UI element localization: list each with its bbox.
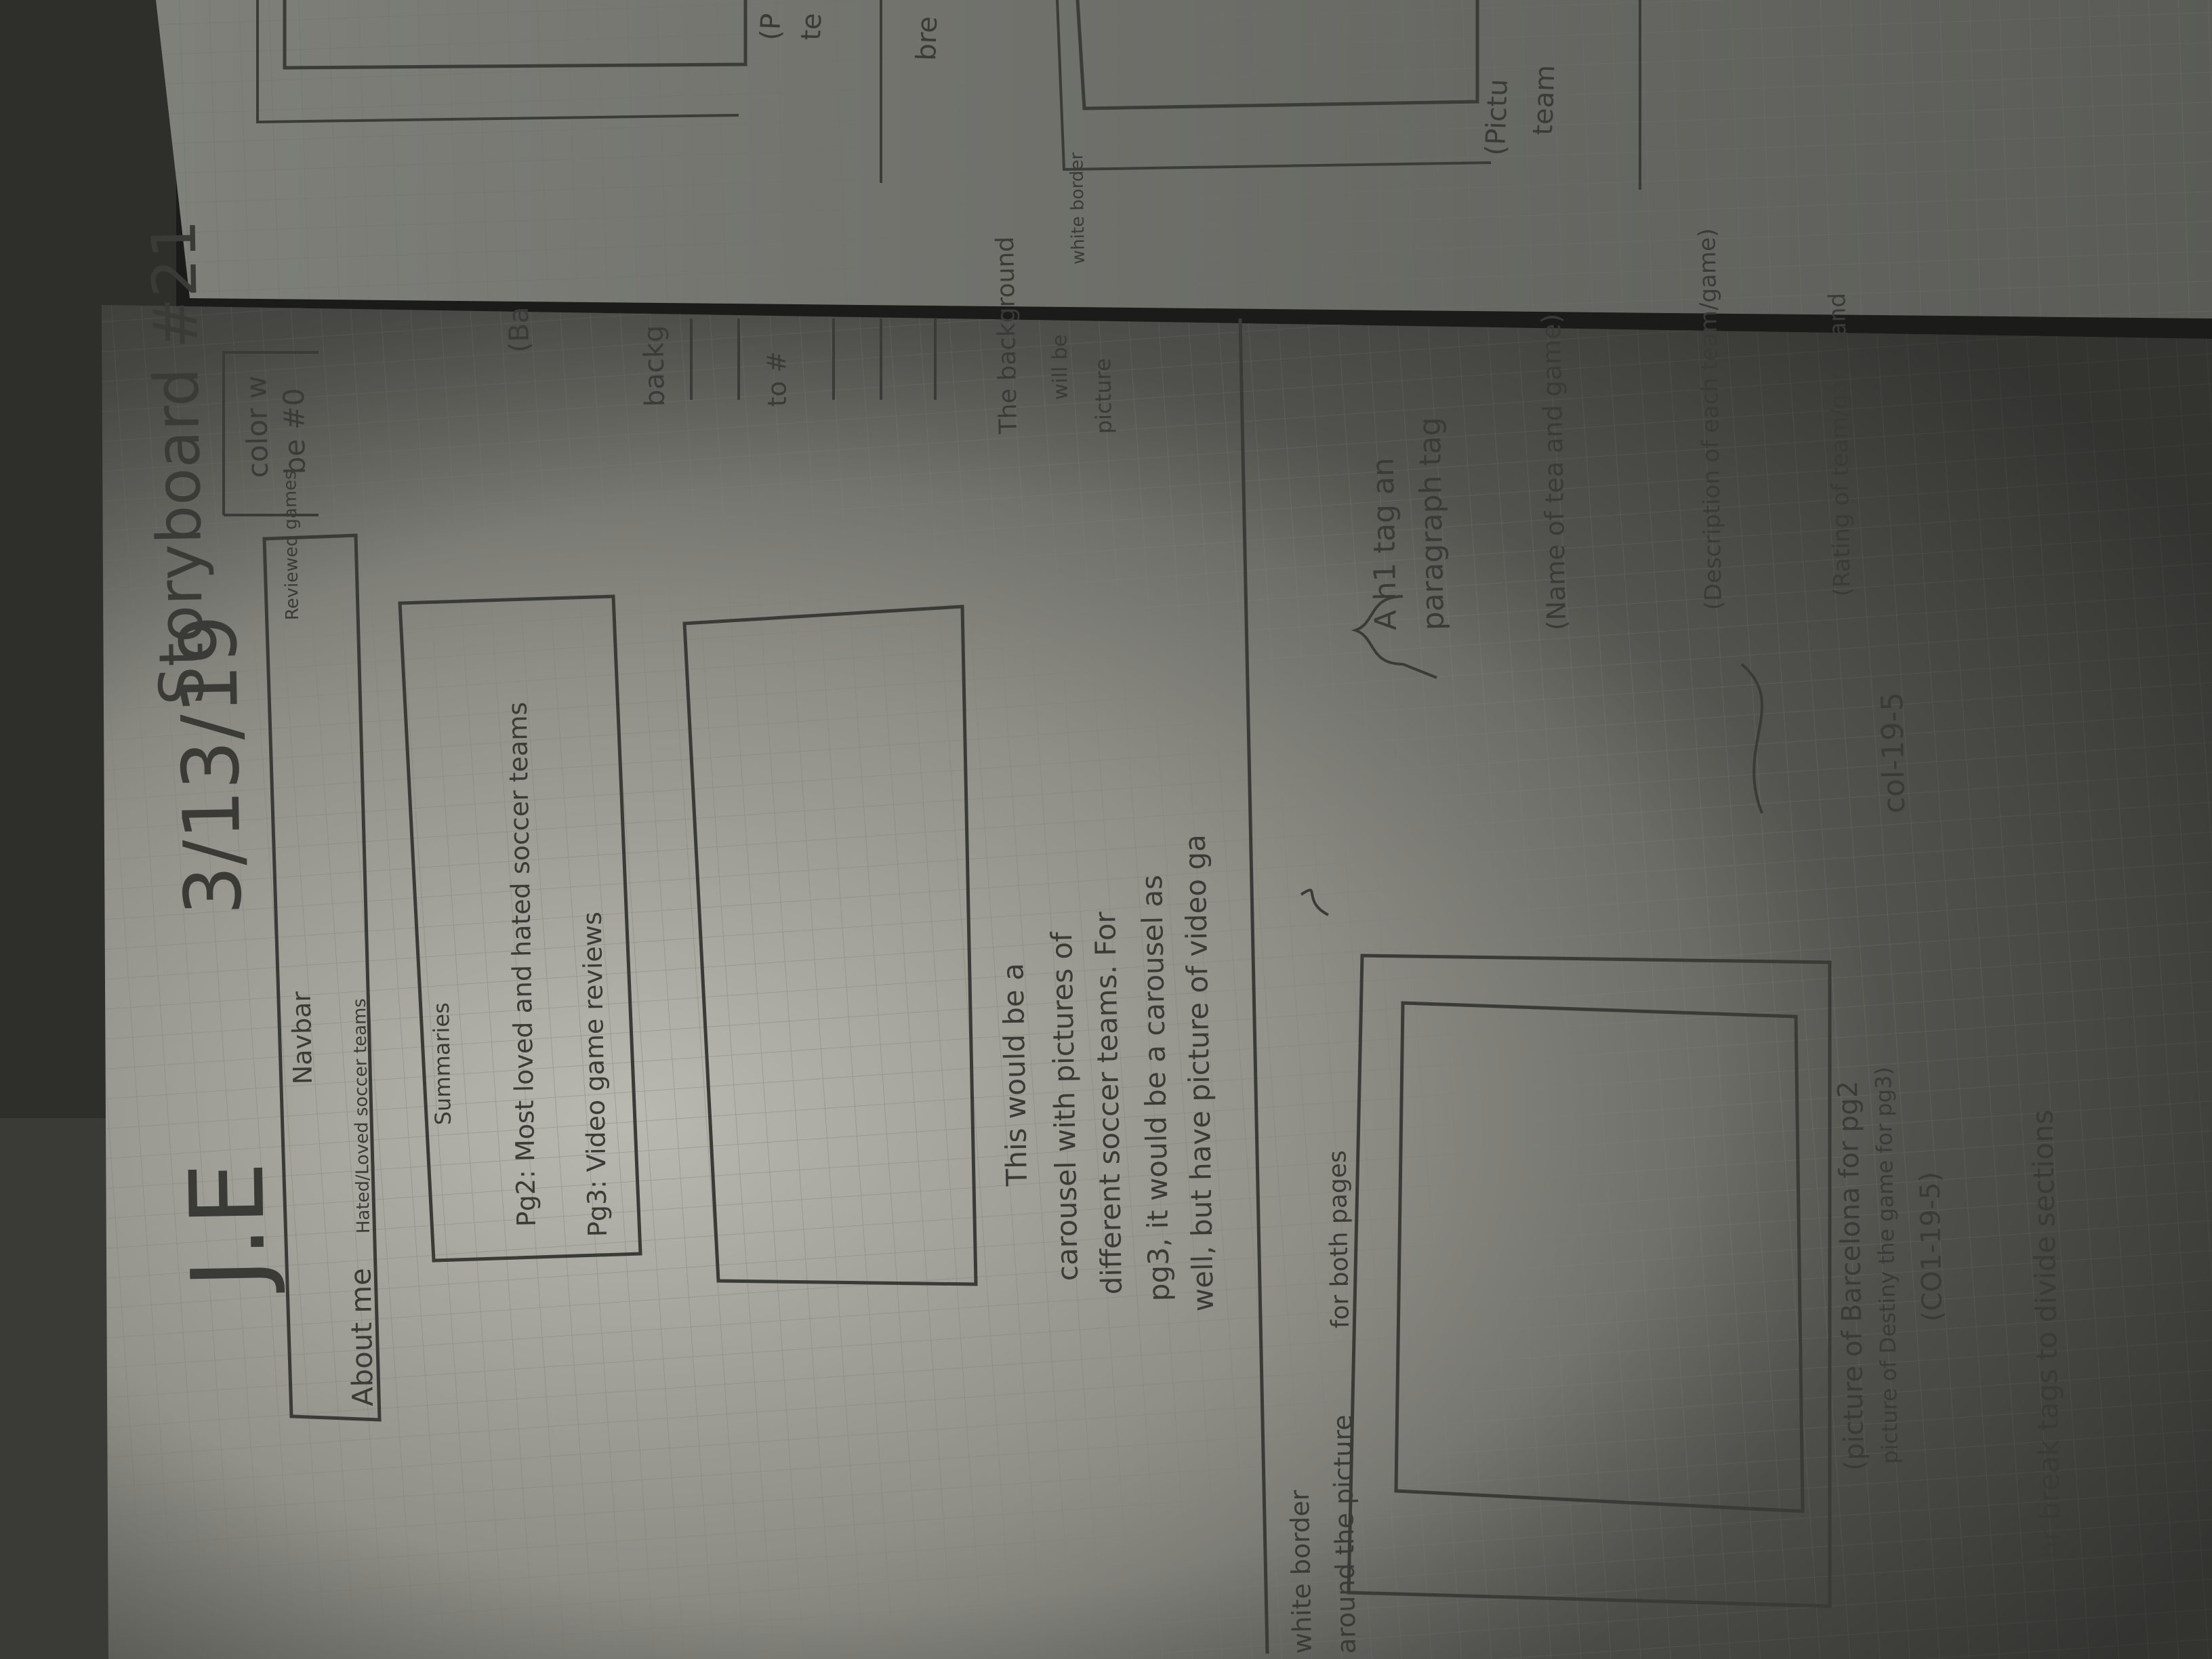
col-note: col-19-5	[1875, 692, 1912, 814]
header-initials: J.E	[169, 1161, 289, 1295]
margin-note-1: (Ba	[504, 306, 535, 352]
color-note-1: color w	[239, 375, 274, 478]
picture-frame-inner	[1394, 1001, 1805, 1513]
bullet-note-1: (Name of tea and game)	[1536, 313, 1572, 630]
summary-title: Summaries	[428, 1002, 456, 1126]
border-note-1: white border	[1285, 1490, 1317, 1654]
picture-caption-3: (CO1-19-5)	[1914, 1172, 1948, 1322]
hr-break-note: hr break tags to divide sections	[2026, 1109, 2067, 1559]
main-notebook-page	[102, 305, 2212, 1659]
navbar-item-about: About me	[344, 1268, 380, 1407]
top-note-1: (P	[755, 13, 787, 41]
margin-note-4: The background	[991, 237, 1023, 435]
upper-notebook-page: (P te bre (Pictu team	[156, 0, 2212, 319]
margin-note-3: to #	[762, 351, 792, 407]
top-note-3: bre	[911, 16, 943, 61]
top-note-2: te	[796, 12, 827, 41]
bullet-note-3: (Rating of team/game and	[1824, 293, 1856, 597]
picture-caption-1: (picture of Barcelona for pg2	[1832, 1080, 1870, 1471]
border-note-2: around the picture	[1328, 1414, 1361, 1654]
carousel-box	[682, 605, 978, 1286]
carousel-note-1: This would be a	[996, 963, 1033, 1187]
color-note-2: be #0	[277, 388, 312, 475]
margin-note-7: white border	[1067, 152, 1089, 264]
navbar-title: Navbar	[287, 991, 318, 1084]
h1-note-1: A h1 tag an	[1366, 457, 1404, 631]
header-title: Storyboard #21	[139, 220, 218, 706]
carousel-note-4: pg3, it would be a carousel as	[1135, 875, 1176, 1302]
carousel-note-3: different soccer teams. For	[1088, 911, 1128, 1295]
h1-note-2: paragraph tag	[1413, 417, 1451, 631]
navbar-item-games: Reviewed games	[280, 470, 303, 620]
top-note-4: (Pictu	[1480, 79, 1514, 157]
top-note-5: team	[1528, 64, 1561, 136]
header-date: 3/13/19	[163, 614, 260, 916]
bullet-note-2: (Description of each team/game)	[1694, 228, 1727, 610]
margin-note-5: will be	[1048, 334, 1073, 400]
margin-note-6: picture	[1090, 358, 1117, 434]
carousel-note-2: carousel with pictures of	[1045, 931, 1084, 1282]
navbar-box	[262, 533, 382, 1422]
border-note-3: for both pages	[1324, 1150, 1355, 1329]
navbar-item-teams: Hated/Loved soccer teams	[350, 998, 374, 1233]
summary-line-2: Pg3: Video game reviews	[577, 912, 613, 1237]
summary-box	[398, 594, 642, 1263]
margin-note-2: backg	[638, 325, 671, 407]
picture-frame-outer	[1347, 954, 1832, 1608]
handwritten-storyboard: J.E 3/13/19 Storyboard #21 color w be #0…	[139, 152, 2067, 1654]
